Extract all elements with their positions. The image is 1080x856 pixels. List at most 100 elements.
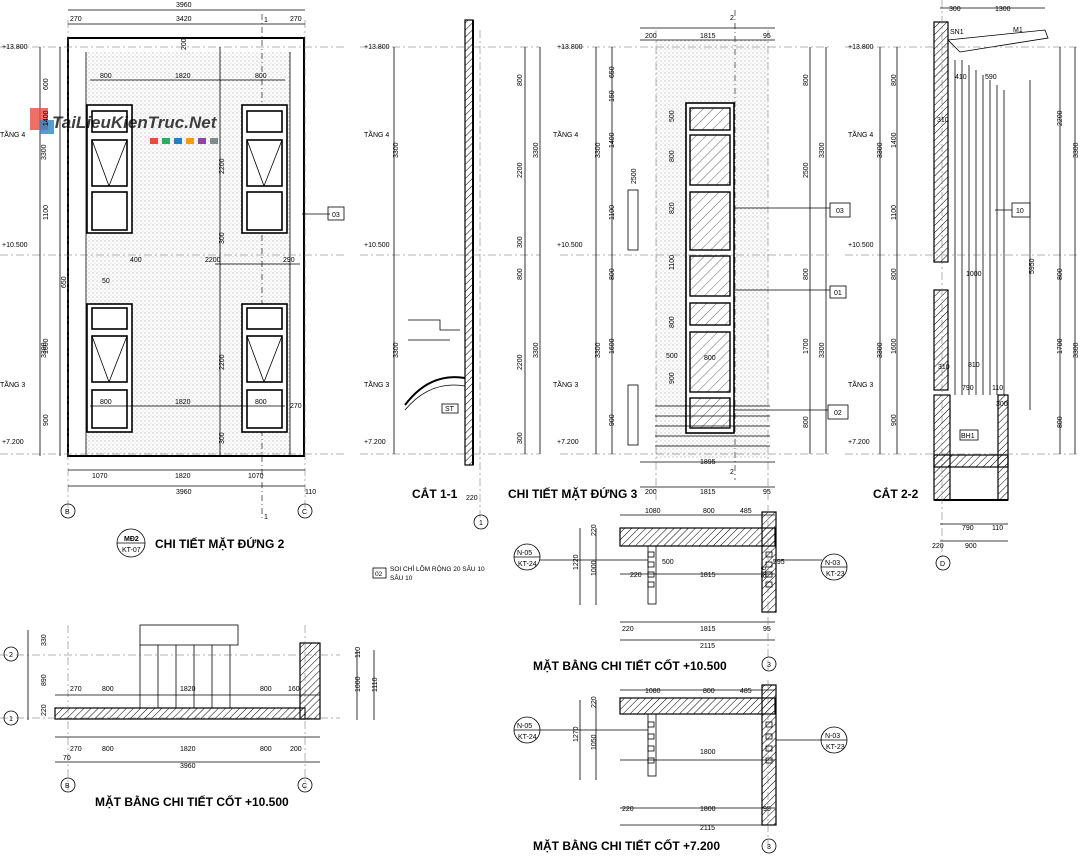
dim: 1080 [645, 508, 661, 515]
dim: 200 [645, 33, 657, 40]
dim: 220 [41, 704, 48, 716]
dim: 800 [255, 73, 267, 80]
tag-n03: N-03 [825, 560, 840, 567]
dim: 1400 [609, 132, 616, 148]
dim: 800 [803, 268, 810, 280]
dim: 800 [1057, 268, 1064, 280]
floor-4: TẦNG 4 [848, 129, 873, 139]
dim: 800 [102, 746, 114, 753]
level-7200: +7.200 [364, 439, 386, 446]
dim: 3960 [176, 2, 192, 9]
dim: 110 [355, 647, 362, 658]
dim: 200 [645, 489, 657, 496]
elevation-tag [116, 528, 146, 558]
level-13800: +13.800 [557, 44, 583, 51]
watermark-text: TaiLieuKienTruc.Net [52, 113, 218, 132]
dim: 800 [100, 73, 112, 80]
tag-n05: N-05 [517, 550, 532, 557]
dim: 300 [219, 432, 226, 444]
cut-mark-1: 1 [264, 17, 268, 24]
dim: 2500 [631, 168, 638, 184]
dim: 800 [704, 355, 716, 362]
dim: 1820 [175, 399, 191, 406]
dim: 290 [283, 257, 295, 264]
axis-c: C [302, 509, 307, 516]
level-13800: +13.800 [364, 44, 390, 51]
dim: 1820 [175, 73, 191, 80]
dim: 95 [763, 33, 771, 40]
title-plan-left: MẶT BẰNG CHI TIẾT CỐT +10.500 [95, 794, 289, 809]
level-13800: +13.800 [848, 44, 874, 51]
callout-03: 03 [332, 212, 340, 219]
dim: 310 [938, 364, 950, 371]
dim: 3300 [595, 142, 602, 158]
axis-c: C [302, 783, 307, 790]
tag-bh1: BH1 [961, 433, 975, 440]
axis-b: B [65, 509, 70, 516]
tag-n03: N-03 [825, 733, 840, 740]
dim: 900 [669, 372, 676, 384]
dim: 330 [41, 634, 48, 646]
dim: 300 [517, 432, 524, 444]
tag-n03-sub: KT-23 [826, 571, 845, 578]
axis-3: 3 [767, 844, 771, 851]
title-plan-bottom: MẶT BẰNG CHI TIẾT CỐT +7.200 [533, 838, 720, 853]
cut-mark-1: 1 [264, 514, 268, 521]
axis-d: D [940, 561, 945, 568]
dim: 2115 [700, 643, 715, 650]
axis-1: 1 [9, 716, 13, 723]
dim: 800 [100, 399, 112, 406]
dim: 800 [703, 688, 715, 695]
dim: 1100 [609, 205, 616, 220]
title-plan-mid: MẶT BẰNG CHI TIẾT CỐT +10.500 [533, 658, 727, 673]
tag-n05-sub: KT-24 [518, 561, 537, 568]
tag-m1: M1 [1013, 27, 1023, 34]
dim: 1100 [891, 205, 898, 220]
dim: 800 [260, 686, 272, 693]
dim: 800 [102, 686, 114, 693]
dim: 800 [669, 316, 676, 328]
dim: 220 [466, 495, 478, 502]
dim: 200 [290, 746, 302, 753]
tag-n05-sub: KT-24 [518, 734, 537, 741]
cut-mark-2: 2 [730, 15, 734, 22]
dim: 270 [290, 16, 302, 23]
dim: 810 [968, 362, 980, 369]
dim: 270 [70, 686, 82, 693]
dim: 1220 [573, 554, 580, 570]
floor-3: TẦNG 3 [848, 379, 873, 389]
dim: 1080 [645, 688, 661, 695]
dim: 2115 [700, 825, 715, 832]
dim: 1815 [700, 572, 716, 579]
dim: 95 [763, 626, 771, 633]
dim: 1815 [700, 626, 716, 633]
dim: 800 [669, 150, 676, 162]
floor-3: TẦNG 3 [553, 379, 578, 389]
dim: 1270 [573, 726, 580, 742]
dim: 800 [803, 416, 810, 428]
dim: 800 [703, 508, 715, 515]
level-7200: +7.200 [557, 439, 579, 446]
dim: 3300 [393, 342, 400, 358]
tag-n05: N-05 [517, 723, 532, 730]
dim: 150 [609, 90, 616, 102]
dim: 500 [662, 559, 674, 566]
dim: 3420 [176, 16, 192, 23]
level-13800: +13.800 [2, 44, 28, 51]
dim: 790 [962, 525, 974, 532]
dim: 3300 [41, 144, 48, 160]
dim: 1820 [175, 473, 191, 480]
dim: 590 [985, 74, 997, 81]
dim: 3300 [1073, 342, 1080, 358]
dim: 1110 [372, 677, 379, 692]
dim: 220 [622, 806, 634, 813]
dim: 3300 [41, 342, 48, 358]
dim: 800 [517, 268, 524, 280]
level-10500: +10.500 [364, 242, 390, 249]
dim: 270 [70, 746, 82, 753]
cut-1-1 [360, 19, 541, 530]
tag-md2-sub: KT-07 [122, 547, 141, 554]
dim: 1800 [700, 806, 716, 813]
dim: 200 [181, 38, 188, 50]
